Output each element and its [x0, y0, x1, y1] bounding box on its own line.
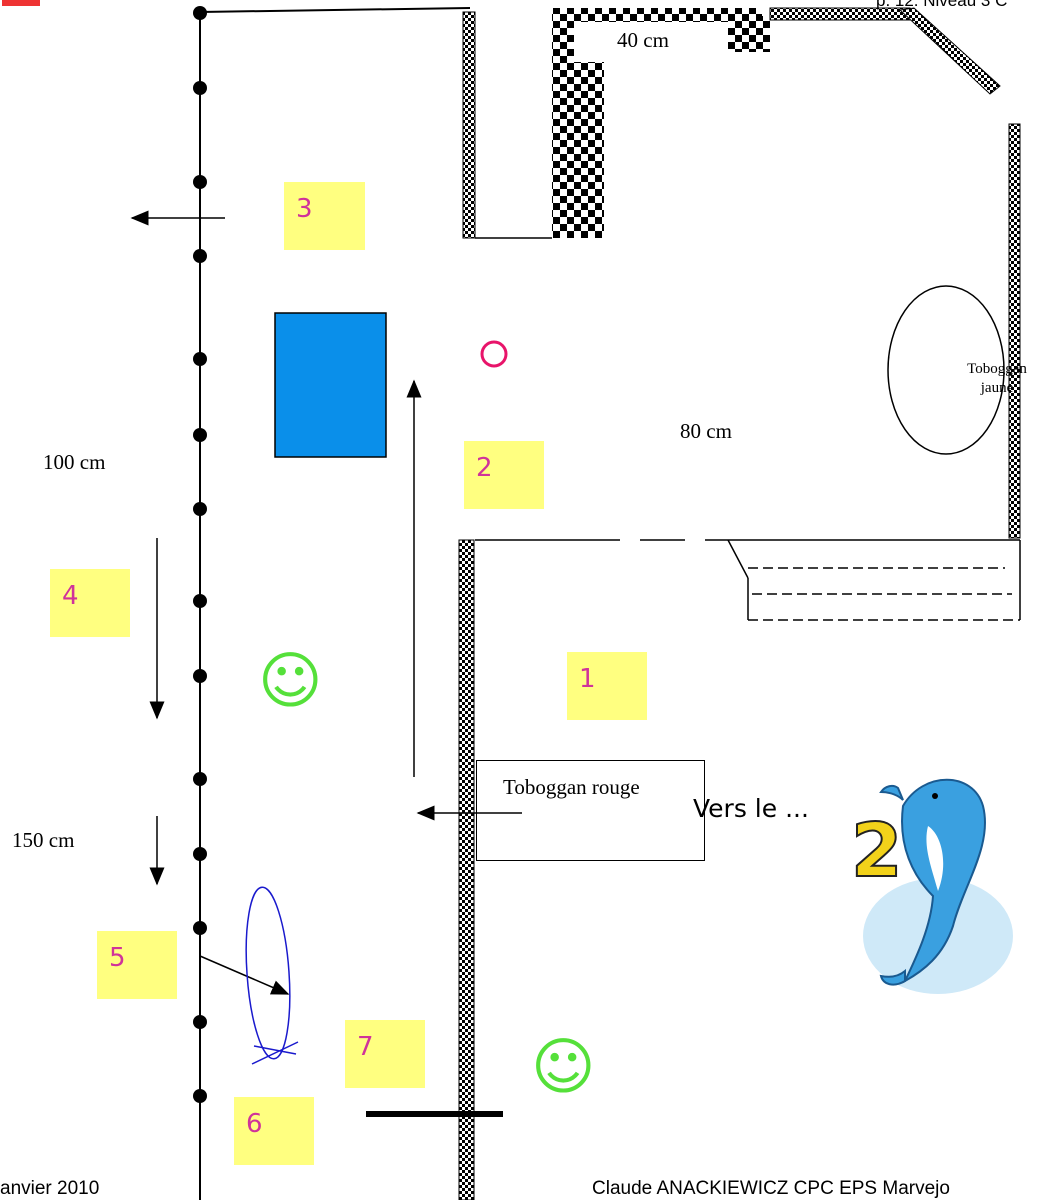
hoop: [245, 886, 299, 1065]
smiley-icon: ☺: [531, 1030, 596, 1103]
pool-walls: [458, 7, 1021, 1200]
red-slide-box: Toboggan rouge: [476, 760, 705, 861]
ring-target: [480, 340, 508, 368]
station-note-3: 3: [284, 182, 365, 250]
steps: [748, 567, 1020, 621]
station-note-4: 4: [50, 569, 130, 637]
arrows: [130, 210, 522, 995]
depth-100-label: 100 cm: [43, 450, 106, 474]
station-note-2: 2: [464, 441, 544, 509]
smiley-icon: ☺: [258, 644, 323, 717]
station-note-7: 7: [345, 1020, 425, 1088]
depth-40-label: 40 cm: [617, 28, 669, 52]
top-left-logo: [2, 0, 40, 6]
lane-rope: [193, 6, 471, 1200]
station-note-5: 5: [97, 931, 177, 999]
depth-80-label: 80 cm: [680, 419, 732, 443]
logo-text: Vers le ...: [693, 794, 809, 823]
yellow-slide-label: Toboggan jaune: [967, 361, 1027, 396]
pool-outline: [475, 237, 1021, 620]
footer-date: anvier 2010: [0, 1178, 100, 1199]
depth-150-label: 150 cm: [12, 828, 75, 852]
dolphin-icon: [863, 778, 1013, 994]
yellow-slide-outline: [887, 285, 1005, 455]
blue-mat: [274, 312, 387, 458]
station-note-1: 1: [567, 652, 647, 720]
station-note-6: 6: [234, 1097, 314, 1165]
red-slide-label: Toboggan rouge: [503, 775, 640, 799]
logo-number: 2: [850, 807, 903, 895]
dolphin-logo: Vers le ... 2: [693, 766, 1023, 1016]
footer-author: Claude ANACKIEWICZ CPC EPS Marvejo: [592, 1178, 950, 1199]
page-reference: p. 12. Niveau 3 C: [876, 0, 1008, 10]
